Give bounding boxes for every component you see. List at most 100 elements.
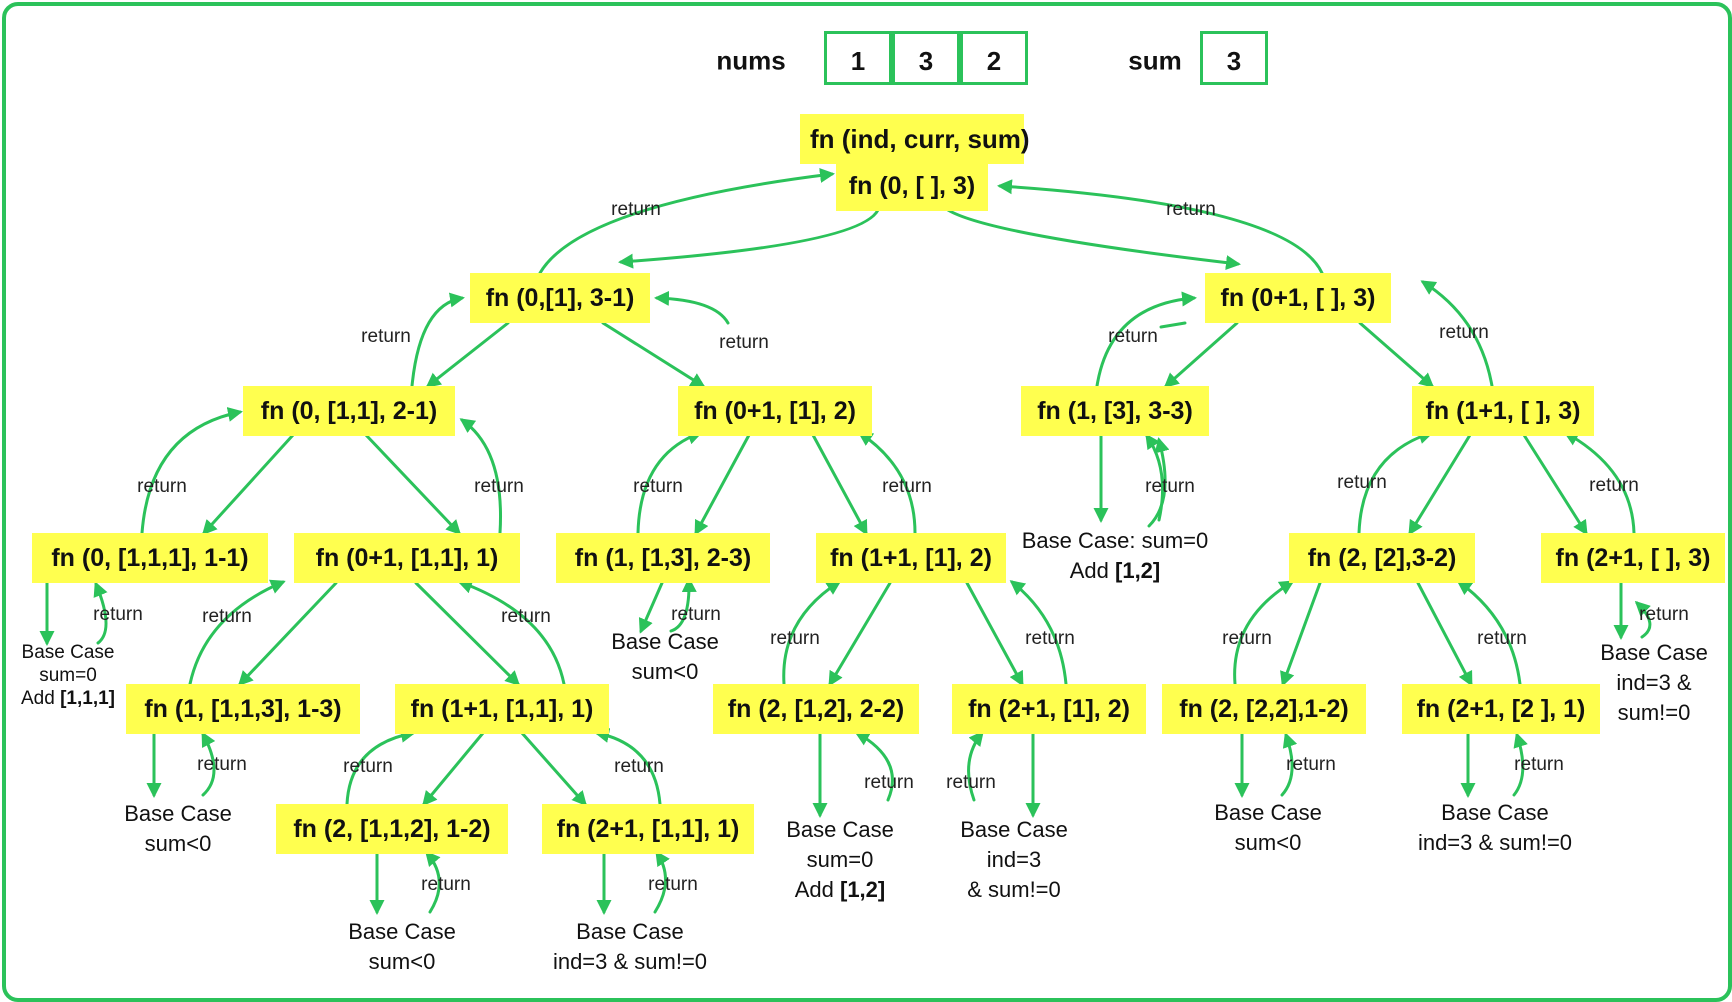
return-arrow xyxy=(140,407,243,535)
call-arrow xyxy=(601,321,706,388)
return-arrow xyxy=(1095,291,1197,388)
return-label: return xyxy=(648,874,698,895)
return-label: return xyxy=(343,756,393,777)
return-label: return xyxy=(882,476,932,497)
return-label: return xyxy=(197,754,247,775)
node-b1: fn (1, [3], 3-3) xyxy=(1021,386,1209,436)
return-arrow xyxy=(654,290,730,325)
return-arrow xyxy=(1512,732,1528,797)
return-arrow xyxy=(1233,580,1295,686)
return-label: return xyxy=(946,772,996,793)
node-a1222: fn (2+1, [1,1], 1) xyxy=(542,804,754,854)
return-arrow xyxy=(410,292,465,388)
return-arrow xyxy=(1420,280,1494,388)
return-label: return xyxy=(633,476,683,497)
base-case-condition-2: & sum!=0 xyxy=(967,877,1061,902)
base-case-condition: sum<0 xyxy=(1234,830,1302,855)
call-arrow xyxy=(694,433,751,536)
return-label: return xyxy=(1439,322,1489,343)
node-a12: fn (0+1, [1,1], 1) xyxy=(294,533,520,583)
node-a22: fn (1+1, [1], 2) xyxy=(816,533,1006,583)
node-b21: fn (2, [2],3-2) xyxy=(1289,533,1475,583)
base-case-condition: ind=3 & sum!=0 xyxy=(1417,830,1573,855)
return-label: return xyxy=(1337,472,1387,493)
return-label: return xyxy=(93,604,143,625)
call-arrow xyxy=(364,433,462,536)
nums-cell-1: 3 xyxy=(892,31,960,85)
return-arrow xyxy=(1563,431,1636,535)
base-case-add: Add [1,2] xyxy=(1022,556,1208,586)
return-arrow xyxy=(653,850,670,914)
return-label: return xyxy=(501,606,551,627)
node-b211: fn (2, [2,2],1-2) xyxy=(1162,684,1366,734)
call-arrow xyxy=(201,433,295,536)
return-label: return xyxy=(137,476,187,497)
return-label: return xyxy=(421,874,471,895)
add-prefix: Add xyxy=(20,688,61,709)
call-arrow xyxy=(1358,321,1435,388)
return-label: return xyxy=(1286,754,1336,775)
return-arrow xyxy=(1634,600,1652,639)
return-label: return xyxy=(1222,628,1272,649)
return-label: return xyxy=(1477,628,1527,649)
base-case-b211: Base Case sum<0 xyxy=(1214,798,1322,858)
node-a221: fn (2, [1,2], 2-2) xyxy=(713,684,919,734)
base-case-a1222: Base Case ind=3 & sum!=0 xyxy=(553,917,707,977)
return-arrow xyxy=(1009,580,1068,686)
return-label: return xyxy=(1639,604,1689,625)
base-case-condition: sum<0 xyxy=(368,949,436,974)
base-case-condition: ind=3 & sum!=0 xyxy=(552,949,708,974)
base-case-text: Base Case xyxy=(1214,800,1322,825)
return-arrow xyxy=(857,431,917,535)
return-arrow xyxy=(1145,433,1165,522)
base-case-condition: ind=3 & xyxy=(1616,670,1692,695)
base-case-condition: ind=3 xyxy=(986,847,1042,872)
return-arrow xyxy=(967,730,984,802)
node-a1221: fn (2, [1,1,2], 1-2) xyxy=(276,804,508,854)
node-root: fn (0, [ ], 3) xyxy=(836,161,988,211)
nums-label: nums xyxy=(716,45,786,76)
return-arrow xyxy=(669,577,697,633)
node-a1: fn (0, [1,1], 2-1) xyxy=(243,386,455,436)
call-arrow xyxy=(1161,321,1239,386)
return-arrow xyxy=(538,168,835,275)
return-arrow xyxy=(93,581,108,645)
node-a11: fn (0, [1,1,1], 1-1) xyxy=(32,533,268,583)
return-label: return xyxy=(1025,628,1075,649)
function-signature: fn (ind, curr, sum) xyxy=(800,114,1030,164)
return-arrow xyxy=(1147,437,1170,528)
node-a: fn (0,[1], 3-1) xyxy=(470,273,650,323)
node-a121: fn (1, [1,1,3], 1-3) xyxy=(126,684,360,734)
base-case-a121: Base Case sum<0 xyxy=(124,799,232,859)
base-case-text: Base Case xyxy=(960,817,1068,842)
return-arrow xyxy=(594,728,662,806)
return-label: return xyxy=(719,332,769,353)
base-case-text: Base Case xyxy=(348,919,456,944)
add-prefix: Add xyxy=(1069,558,1116,583)
return-label: return xyxy=(611,199,661,220)
call-arrow xyxy=(965,581,1024,687)
return-label: return xyxy=(361,326,411,347)
return-label: return xyxy=(1166,199,1216,220)
nums-cell-0: 1 xyxy=(824,31,892,85)
return-arrow xyxy=(1456,580,1522,686)
base-case-condition: sum<0 xyxy=(631,659,699,684)
base-case-text: Base Case xyxy=(576,919,684,944)
node-a2: fn (0+1, [1], 2) xyxy=(678,386,872,436)
node-b212: fn (2+1, [2 ], 1) xyxy=(1402,684,1600,734)
node-b: fn (0+1, [ ], 3) xyxy=(1205,273,1391,323)
return-arrow xyxy=(459,418,502,535)
base-case-condition: sum=0 xyxy=(806,847,874,872)
base-case-text: Base Case xyxy=(611,629,719,654)
base-case-a21: Base Case sum<0 xyxy=(611,627,719,687)
call-arrow xyxy=(828,581,892,687)
sum-label: sum xyxy=(1128,45,1182,76)
base-case-text: Base Case xyxy=(124,801,232,826)
call-arrow xyxy=(237,581,338,687)
node-a21: fn (1, [1,3], 2-3) xyxy=(556,533,770,583)
return-label: return xyxy=(1589,475,1639,496)
base-case-text: Base Case: sum=0 xyxy=(1021,528,1209,553)
base-case-text: Base Case xyxy=(1441,800,1549,825)
